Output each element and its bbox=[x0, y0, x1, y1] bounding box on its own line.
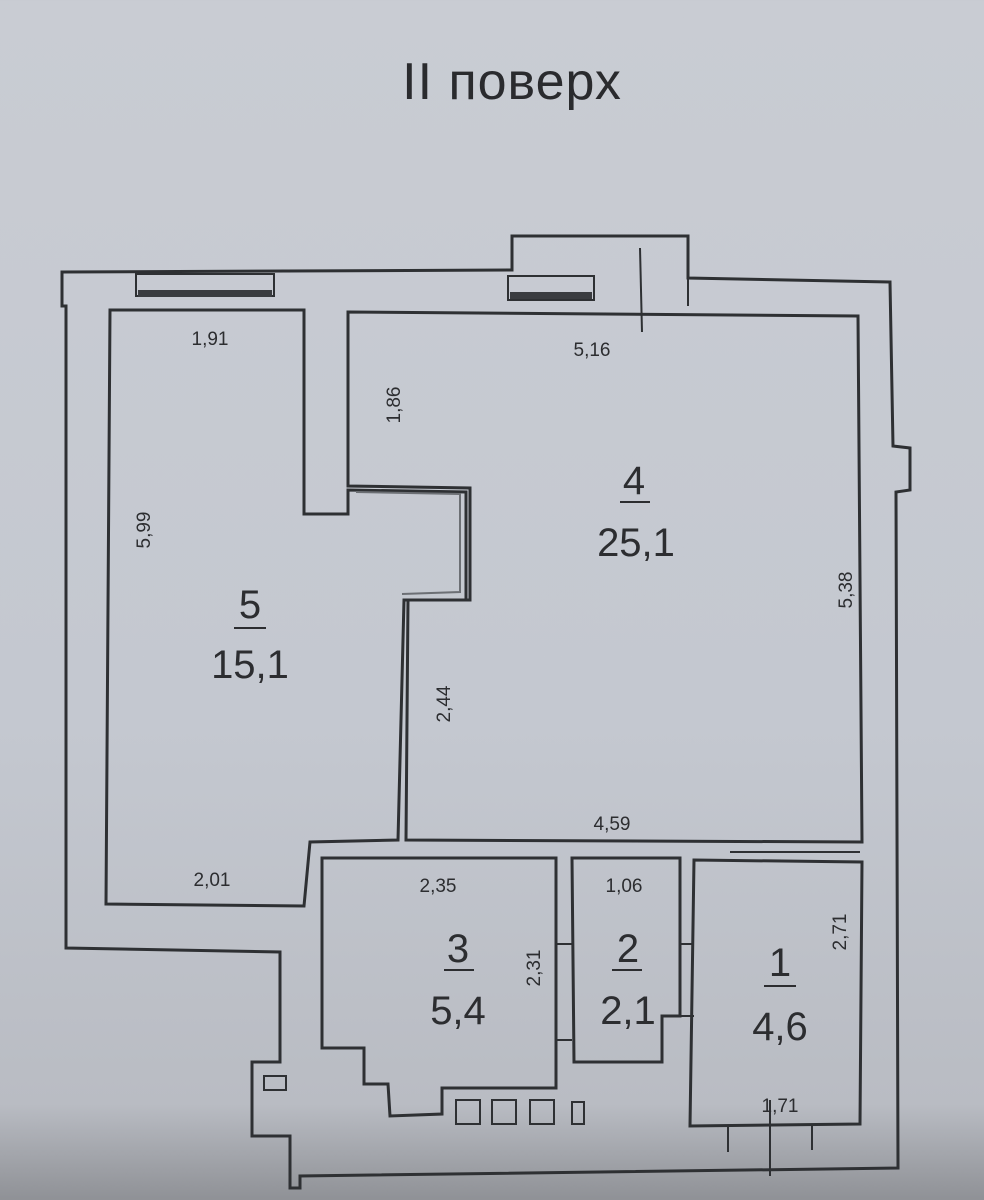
room-label-1: 1 4,6 bbox=[752, 941, 808, 1049]
svg-text:15,1: 15,1 bbox=[211, 643, 289, 687]
room-1-outline bbox=[688, 858, 864, 1128]
svg-text:2: 2 bbox=[617, 927, 639, 971]
room-4-outline bbox=[346, 310, 864, 844]
dim-room3-top: 2,35 bbox=[420, 876, 457, 897]
dim-room1-side: 2,71 bbox=[830, 914, 851, 951]
vent-shaft bbox=[571, 1101, 585, 1125]
window-sill bbox=[510, 292, 592, 299]
dim-room4-bottom: 4,59 bbox=[594, 814, 631, 835]
vent-shaft bbox=[263, 1075, 287, 1091]
svg-text:1: 1 bbox=[769, 941, 791, 985]
room-5-outline bbox=[104, 308, 468, 908]
svg-text:5,4: 5,4 bbox=[430, 989, 486, 1033]
dim-room4-right: 5,38 bbox=[836, 572, 857, 609]
balcony bbox=[511, 235, 689, 306]
dim-room2-top: 1,06 bbox=[606, 876, 643, 897]
vent-shaft bbox=[491, 1099, 517, 1125]
partition-inner bbox=[355, 491, 461, 595]
dim-room4-top: 5,16 bbox=[574, 340, 611, 361]
room-label-3: 3 5,4 bbox=[430, 927, 486, 1033]
svg-text:3: 3 bbox=[447, 927, 469, 971]
dim-room4-niche: 1,86 bbox=[384, 387, 405, 424]
svg-text:5: 5 bbox=[239, 583, 261, 627]
svg-text:4: 4 bbox=[623, 459, 645, 503]
room-label-4: 4 25,1 bbox=[597, 459, 675, 565]
room-3-outline bbox=[320, 856, 558, 1118]
room-label-5: 5 15,1 bbox=[211, 583, 289, 687]
window-room4 bbox=[507, 275, 595, 301]
window-sill bbox=[138, 290, 272, 297]
svg-text:4,6: 4,6 bbox=[752, 1005, 808, 1049]
dim-room4-partition: 2,44 bbox=[434, 685, 455, 722]
dim-room1-bottom: 1,71 bbox=[762, 1096, 799, 1117]
svg-text:2,1: 2,1 bbox=[600, 989, 656, 1033]
floor-title: II поверх bbox=[402, 53, 622, 111]
room-label-2: 2 2,1 bbox=[600, 927, 656, 1033]
vent-shaft bbox=[529, 1099, 555, 1125]
dim-room3-side: 2,31 bbox=[524, 950, 545, 987]
dim-room5-left: 5,99 bbox=[134, 512, 155, 549]
dim-room5-top: 1,91 bbox=[192, 329, 229, 350]
room-2-outline bbox=[570, 856, 682, 1064]
vent-shaft bbox=[455, 1099, 481, 1125]
axis-mark bbox=[639, 247, 643, 333]
dim-room5-bottom: 2,01 bbox=[194, 870, 231, 891]
svg-text:25,1: 25,1 bbox=[597, 521, 675, 565]
